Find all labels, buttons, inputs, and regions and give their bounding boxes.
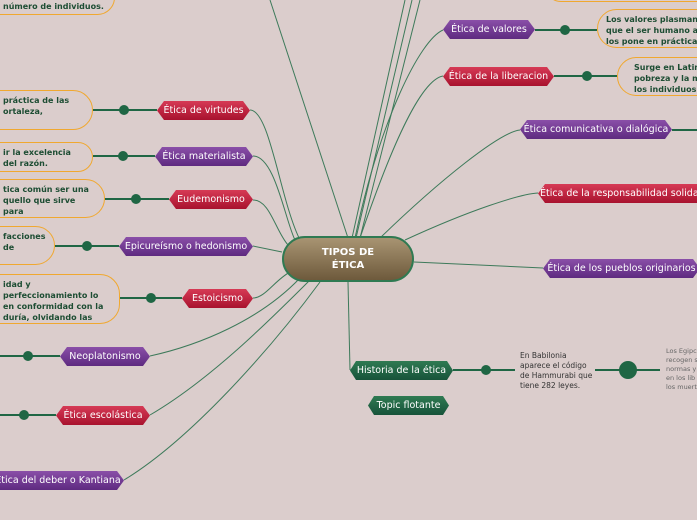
central-line-1: TIPOS DE: [321, 247, 375, 258]
topic-neoplatonismo[interactable]: Neoplatonismo: [60, 347, 150, 366]
callout-epicureismo: facciones de: [0, 226, 55, 265]
callout-virtudes: práctica de las ortaleza,: [0, 90, 93, 130]
central-topic[interactable]: TIPOS DE ÉTICA: [282, 236, 414, 282]
topic-etica-de-valores[interactable]: Ética de valores: [443, 20, 535, 39]
callout-eudemonismo: tica común ser una quello que sirve para: [0, 179, 105, 218]
topic-flotante[interactable]: Topic flotante: [368, 396, 449, 415]
topic-etica-materialista[interactable]: Ética materialista: [155, 147, 253, 166]
topic-etica-responsabilidad[interactable]: Ética de la responsabilidad solidaria: [538, 184, 697, 203]
central-line-2: ÉTICA: [331, 260, 365, 271]
callout-liberacion: Surge en Latino pobreza y la ma los indi…: [617, 57, 697, 96]
topic-etica-escolastica[interactable]: Ética escolástica: [56, 406, 150, 425]
topic-etica-pueblos-originarios[interactable]: Ética de los pueblos originarios: [543, 259, 697, 278]
note-babilonia: En Babilonia aparece el código de Hammur…: [520, 351, 593, 390]
callout-valores: Los valores plasman que el ser humano as…: [597, 9, 697, 48]
topic-etica-comunicativa[interactable]: Ética comunicativa o dialógica: [520, 120, 672, 139]
topic-historia-etica[interactable]: Historia de la ética: [350, 361, 453, 380]
callout-top-right: [545, 0, 697, 2]
topic-etica-liberacion[interactable]: Ética de la liberacion: [443, 67, 554, 86]
topic-eudemonismo[interactable]: Eudemonismo: [169, 190, 253, 209]
topic-etica-virtudes[interactable]: Ética de virtudes: [157, 101, 250, 120]
topic-estoicismo[interactable]: Estoicismo: [182, 289, 253, 308]
callout-top: número de individuos.: [0, 0, 115, 15]
topic-etica-kantiana[interactable]: Ética del deber o Kantiana: [0, 471, 124, 490]
topic-epicureismo[interactable]: Epicureísmo o hedonismo: [119, 237, 253, 256]
callout-materialista: ir la excelencia del razón.: [0, 142, 93, 172]
callout-estoicismo: idad y perfeccionamiento lo en conformid…: [0, 274, 120, 324]
